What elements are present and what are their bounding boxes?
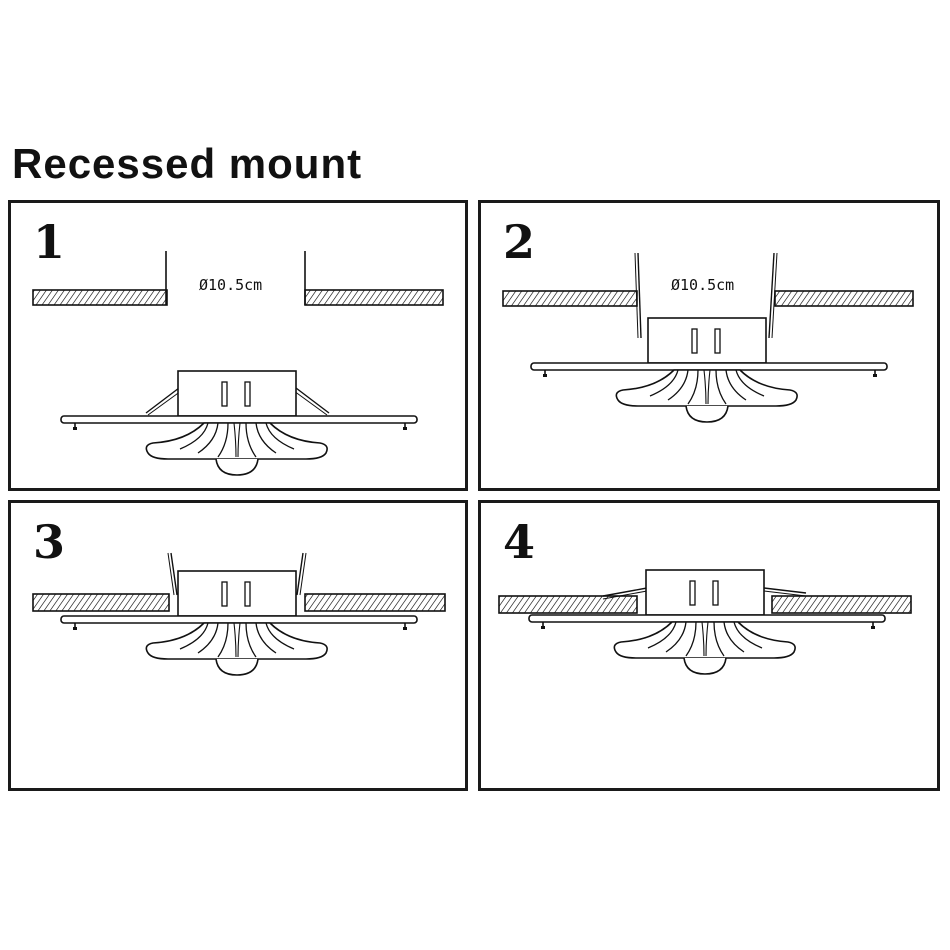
step-number: 1 — [33, 215, 66, 269]
light-fixture — [60, 570, 418, 676]
step-3-panel: 3 — [8, 500, 468, 791]
step-4-panel: 4 — [478, 500, 940, 791]
step-2-illustration: Ø10.5cm — [502, 252, 914, 423]
ceiling-cutout — [32, 593, 446, 612]
spring-clip-left — [634, 252, 642, 339]
ceiling-cutout — [498, 595, 912, 614]
page-title: Recessed mount — [12, 140, 363, 187]
spring-clip-left — [145, 387, 182, 416]
light-fixture — [60, 370, 418, 476]
spring-clip-left — [167, 552, 178, 596]
step-1-illustration: Ø10.5cm — [32, 251, 444, 476]
spring-clip-right — [293, 387, 330, 416]
step-number: 2 — [503, 215, 536, 269]
spring-clip-right — [296, 552, 307, 596]
step-4-illustration — [498, 569, 912, 675]
step-3-illustration — [32, 552, 446, 676]
hole-diameter-label: Ø10.5cm — [199, 276, 262, 294]
step-2-panel: 2 Ø10.5cm — [478, 200, 940, 491]
ceiling-cutout — [32, 251, 444, 306]
spring-clip-left — [602, 587, 648, 600]
light-fixture — [528, 569, 886, 675]
step-number: 4 — [503, 515, 536, 569]
hole-diameter-label: Ø10.5cm — [671, 276, 734, 294]
spring-clip-right — [768, 252, 778, 339]
light-fixture — [530, 317, 888, 423]
spring-clip-right — [763, 587, 807, 597]
step-1-panel: 1 Ø10.5cm — [8, 200, 468, 491]
ceiling-cutout — [502, 290, 914, 307]
step-number: 3 — [33, 515, 66, 569]
